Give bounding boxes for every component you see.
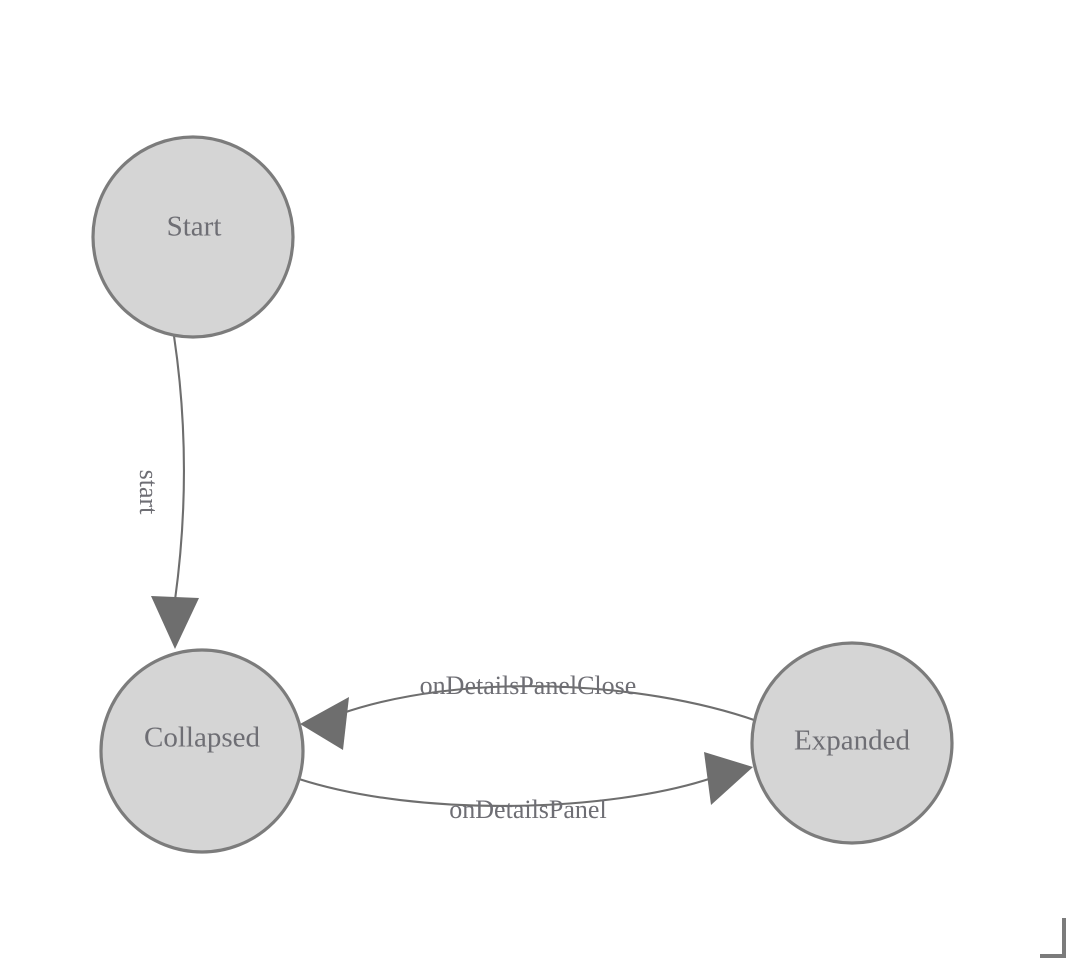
edge-collapsed-to-expanded[interactable]: onDetailsPanel (298, 752, 753, 824)
bottom-right-corner-mark (1040, 918, 1066, 958)
node-collapsed[interactable]: Collapsed (99, 648, 305, 854)
edge-expanded-to-collapsed[interactable]: onDetailsPanelClose (300, 671, 758, 750)
edge-label-on-details-panel-close: onDetailsPanelClose (420, 671, 637, 700)
node-expanded[interactable]: Expanded (750, 641, 954, 845)
node-start[interactable]: Start (91, 135, 295, 339)
node-collapsed-label: Collapsed (144, 722, 260, 754)
edge-path-start-to-collapsed (172, 335, 185, 601)
node-start-label: Start (167, 211, 222, 243)
edge-label-start: start (134, 470, 163, 516)
edge-path-expanded-to-collapsed (339, 685, 758, 722)
arrowhead-into-expanded-right (704, 752, 753, 805)
arrowhead-into-collapsed-top (151, 596, 199, 649)
arrowhead-into-collapsed-left (300, 697, 349, 750)
edge-start-to-collapsed[interactable]: start (134, 335, 199, 649)
node-collapsed-circle (99, 648, 305, 854)
node-expanded-circle (750, 641, 954, 845)
node-start-circle (91, 135, 295, 339)
node-expanded-label: Expanded (794, 725, 910, 757)
edge-label-on-details-panel: onDetailsPanel (449, 795, 606, 824)
edge-path-collapsed-to-expanded (298, 777, 713, 807)
